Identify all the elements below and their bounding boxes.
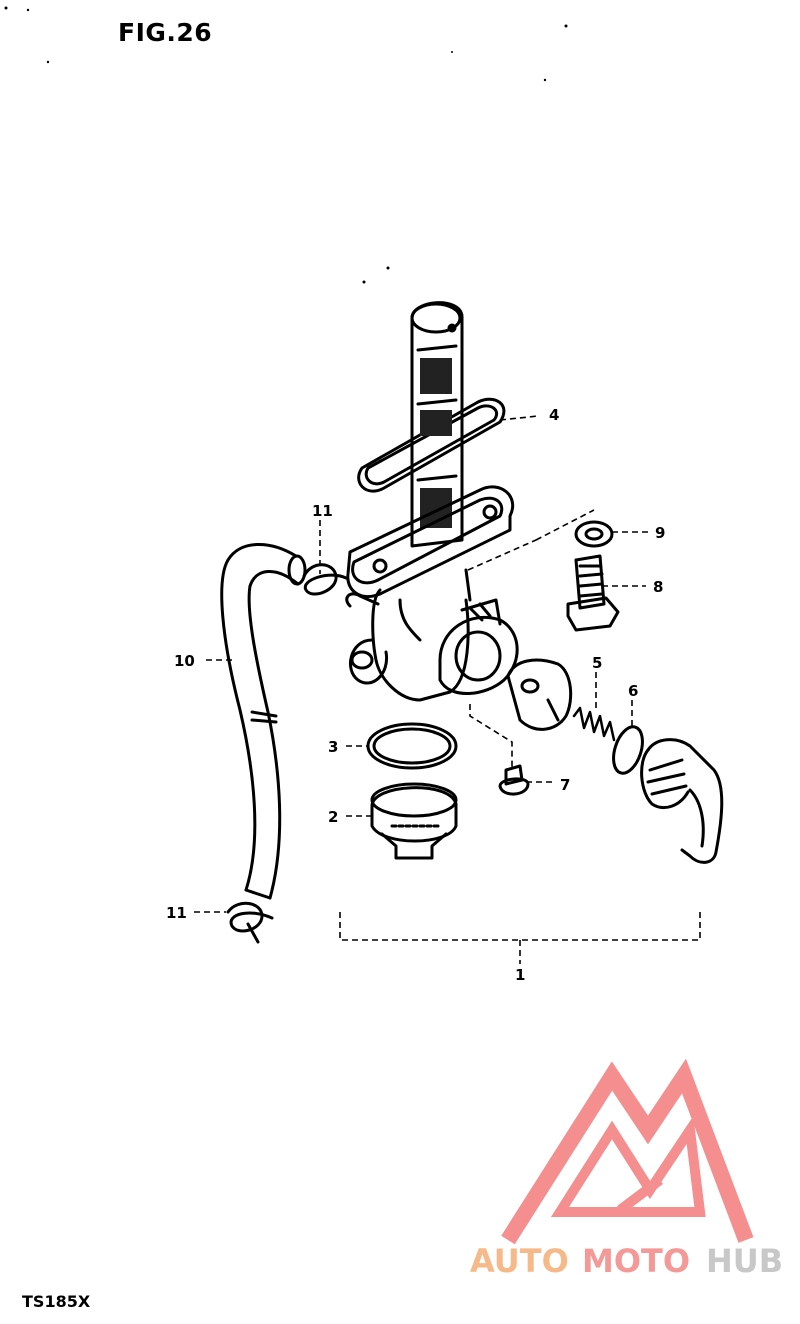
fuel-hose-part-10 (220, 543, 307, 900)
callout-6: 6 (628, 682, 638, 700)
watermark-logo (501, 1058, 754, 1245)
svg-text:HUB: HUB (706, 1242, 783, 1280)
callout-2: 2 (328, 808, 338, 826)
figure-title: FIG.26 (118, 18, 213, 47)
svg-text:MOTO: MOTO (582, 1242, 690, 1280)
valve-plug (506, 658, 573, 731)
model-code: TS185X (22, 1292, 91, 1311)
hose-clip-part-11-upper (302, 563, 348, 596)
callout-7: 7 (560, 776, 570, 794)
callout-1: 1 (515, 966, 525, 984)
callout-4: 4 (549, 406, 559, 424)
fuel-filter-tube (410, 301, 464, 548)
callout-8: 8 (653, 578, 663, 596)
washer-part-9 (574, 520, 614, 548)
svg-text:AUTO: AUTO (470, 1242, 569, 1280)
fuel-cock-body (345, 568, 472, 702)
callout-9: 9 (655, 524, 665, 542)
bolt-part-8 (566, 554, 620, 632)
gasket-part-4 (357, 397, 506, 493)
cock-mounting-flange (346, 485, 515, 598)
callout-3: 3 (328, 738, 338, 756)
watermark-text: AUTO MOTO HUB (470, 1242, 783, 1280)
o-ring-part-6 (612, 725, 644, 775)
callout-11-lower: 11 (166, 904, 187, 922)
sediment-cup-part-2 (370, 782, 458, 860)
spring-part-5 (572, 706, 616, 742)
lever-housing (438, 598, 519, 695)
callout-10: 10 (174, 652, 195, 670)
callout-5: 5 (592, 654, 602, 672)
hose-clip-part-11-lower (226, 901, 274, 944)
o-ring-part-3 (366, 722, 458, 770)
screw-part-7 (498, 764, 530, 796)
fuel-cock-lever (640, 738, 724, 864)
callout-11-upper: 11 (312, 502, 333, 520)
